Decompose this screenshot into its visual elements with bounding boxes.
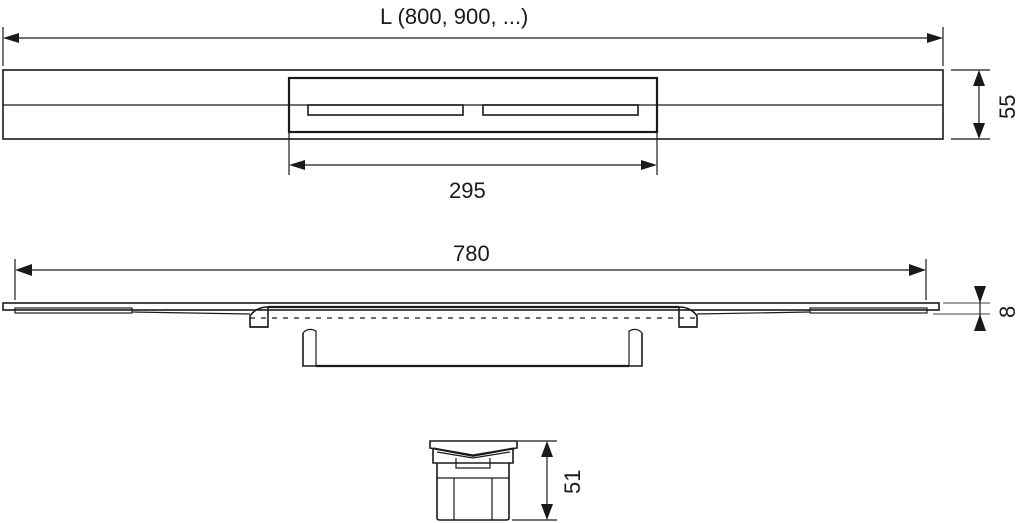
grate-box [287,76,659,134]
span-length-dimension: 780 [14,241,927,300]
side-view: 51 [429,440,585,521]
grate-slot-right [482,104,639,116]
height-dimension: 55 [951,69,1020,140]
front-view: 780 [2,241,1020,368]
sealing-strip-left [14,307,133,314]
flange-thickness-dimension: 8 [933,286,1020,331]
depth-label: 51 [560,470,585,494]
grate-slot-left [307,104,464,116]
height-label: 55 [995,95,1020,119]
sealing-strip-right [809,307,928,314]
grate-width-dimension: 295 [288,133,658,203]
grate-width-label: 295 [449,178,486,203]
flange-plate [2,302,940,311]
side-profile [429,440,518,521]
top-view: L (800, 900, ...) 295 55 [2,4,1020,203]
overall-length-label: L (800, 900, ...) [380,4,528,29]
overall-length-dimension: L (800, 900, ...) [2,4,944,66]
depth-dimension: 51 [512,440,585,521]
channel-body [249,305,698,368]
span-length-label: 780 [453,241,490,266]
flange-thickness-label: 8 [995,306,1020,318]
